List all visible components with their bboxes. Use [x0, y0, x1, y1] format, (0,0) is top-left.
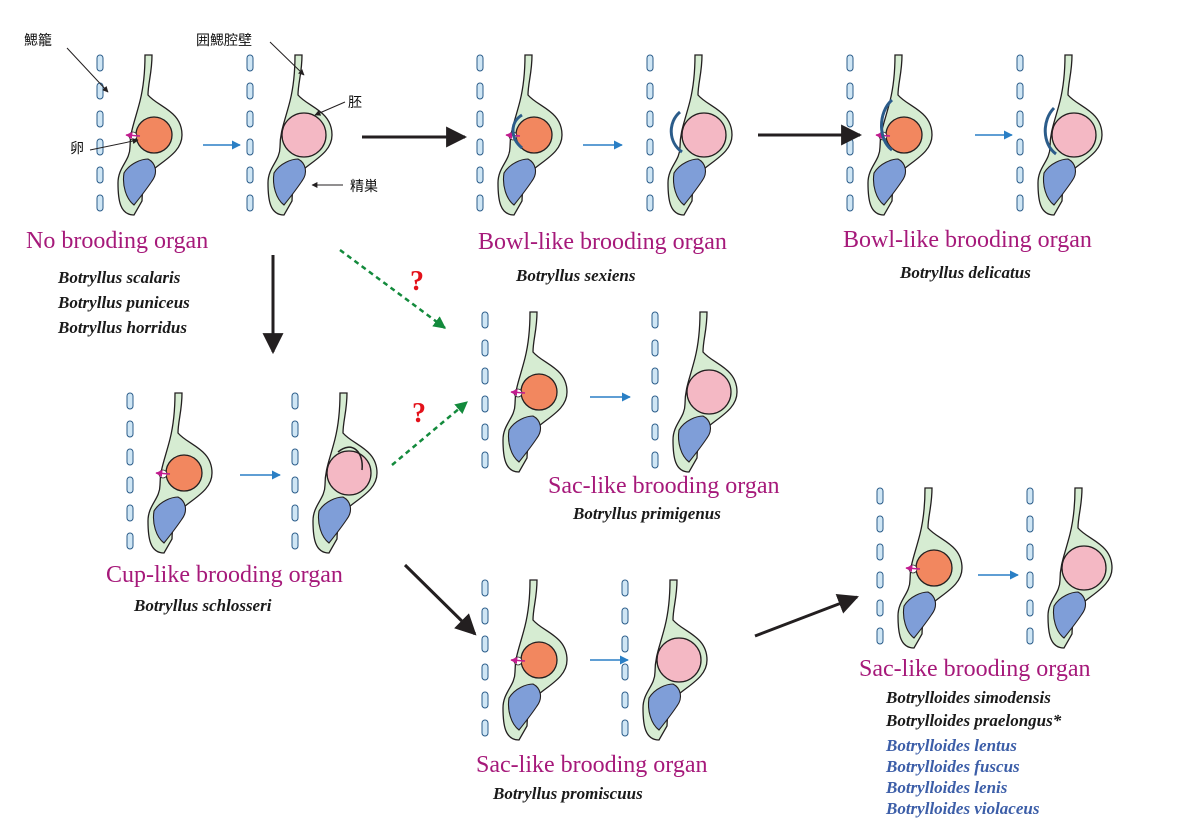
heading-sac-primigenus: Sac-like brooding organ — [548, 473, 780, 499]
heading-sac-promiscuus: Sac-like brooding organ — [476, 752, 708, 778]
species-name: Botryllus horridus — [58, 318, 187, 337]
label-testis: 精巣 — [350, 179, 378, 195]
question-mark: ? — [410, 266, 424, 297]
species-name: Botryllus promiscuus — [493, 784, 643, 803]
species-name: Botryllus puniceus — [58, 293, 190, 312]
species-name: Botryllus sexiens — [516, 266, 636, 285]
species-name: Botrylloides fuscus — [886, 757, 1020, 776]
label-gill-basket: 鰓籠 — [24, 33, 52, 49]
heading-sac-botrylloides: Sac-like brooding organ — [859, 656, 1091, 682]
species-name: Botryllus primigenus — [573, 504, 721, 523]
species-name: Botrylloides lentus — [886, 736, 1017, 755]
heading-bowl-sexiens: Bowl-like brooding organ — [478, 229, 727, 255]
species-name: Botryllus schlosseri — [134, 596, 272, 615]
species-name: Botryllus delicatus — [900, 263, 1031, 282]
species-name: Botryllus scalaris — [58, 268, 181, 287]
heading-no-brooding: No brooding organ — [26, 228, 209, 254]
label-embryo: 胚 — [348, 95, 362, 111]
label-peribranchial-wall: 囲鰓腔壁 — [196, 33, 252, 49]
heading-cup-schlosseri: Cup-like brooding organ — [106, 562, 343, 588]
species-name: Botrylloides lenis — [886, 778, 1008, 797]
species-name: Botrylloides praelongus* — [886, 711, 1062, 730]
label-egg: 卵 — [70, 141, 84, 157]
species-name: Botrylloides simodensis — [886, 688, 1051, 707]
question-mark: ? — [412, 398, 426, 429]
species-name: Botrylloides violaceus — [886, 799, 1040, 818]
heading-bowl-delicatus: Bowl-like brooding organ — [843, 227, 1092, 253]
